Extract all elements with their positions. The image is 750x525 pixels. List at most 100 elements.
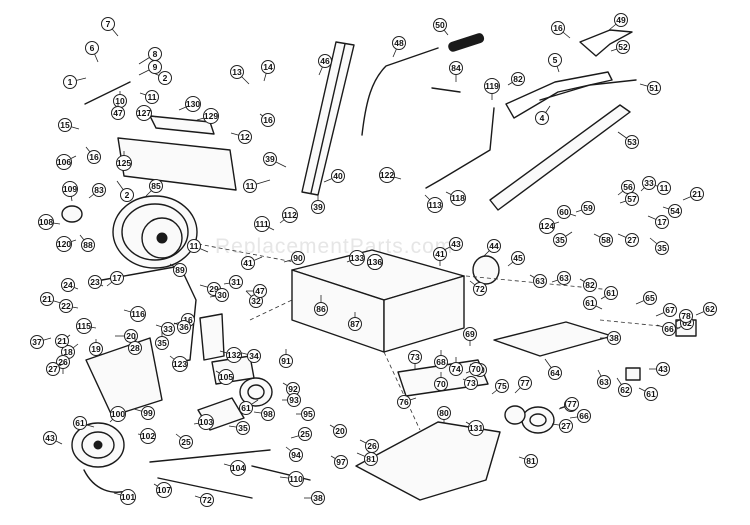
callout-number: 43 <box>451 239 461 249</box>
callout-circle <box>301 407 315 421</box>
callout-circle <box>243 179 257 193</box>
callout-number: 64 <box>550 368 560 378</box>
callout-number: 77 <box>520 378 530 388</box>
callout-circle <box>298 427 312 441</box>
callout-number: 23 <box>90 277 100 287</box>
callout-number: 53 <box>627 137 637 147</box>
callout-91: 91 <box>279 349 293 368</box>
callout-number: 11 <box>148 92 157 102</box>
callout-number: 12 <box>240 132 250 142</box>
callout-number: 41 <box>435 249 445 259</box>
callout-26: 26 <box>359 439 379 453</box>
callout-circle <box>279 354 293 368</box>
callout-number: 7 <box>106 19 111 29</box>
callout-circle <box>187 239 201 253</box>
callout-circle <box>495 379 509 393</box>
callout-number: 16 <box>263 115 273 125</box>
callout-84: 84 <box>449 61 463 82</box>
callout-number: 20 <box>335 426 345 436</box>
callout-number: 95 <box>303 409 313 419</box>
callout-67: 67 <box>655 303 677 317</box>
callout-24: 24 <box>61 278 79 292</box>
callout-28: 28 <box>128 334 142 355</box>
callout-86: 86 <box>314 295 328 316</box>
callout-115: 115 <box>76 318 97 334</box>
callout-number: 97 <box>336 457 346 467</box>
callout-circle <box>427 197 443 213</box>
callout-circle <box>141 406 155 420</box>
callout-number: 57 <box>627 194 637 204</box>
callout-number: 130 <box>186 99 200 109</box>
callout-circle <box>463 327 477 341</box>
callout-circle <box>311 200 325 214</box>
callout-circle <box>583 296 597 310</box>
callout-number: 119 <box>485 81 499 91</box>
callout-97: 97 <box>330 455 348 469</box>
callout-132: 132 <box>219 347 242 363</box>
callout-circle <box>559 419 573 433</box>
bottom-pan <box>355 421 501 501</box>
callout-80: 80 <box>437 406 451 423</box>
callout-number: 16 <box>183 315 193 325</box>
callout-number: 133 <box>350 253 364 263</box>
callout-2: 2 <box>150 71 172 85</box>
callout-circle <box>92 183 106 197</box>
drive-wheel <box>112 195 198 269</box>
callout-81: 81 <box>518 454 538 468</box>
callout-93: 93 <box>282 393 301 407</box>
callout-101: 101 <box>113 489 136 505</box>
callout-36: 36 <box>173 320 191 334</box>
callout-circle <box>314 302 328 316</box>
callout-circle <box>110 271 124 285</box>
callout-circle <box>539 218 555 234</box>
callout-35: 35 <box>553 231 573 247</box>
callout-circle <box>148 60 162 74</box>
callout-17: 17 <box>106 271 124 287</box>
callout-61: 61 <box>583 296 603 310</box>
callout-49: 49 <box>608 13 628 31</box>
callout-circle <box>203 108 219 124</box>
callout-33: 33 <box>640 176 656 192</box>
callout-circle <box>450 190 466 206</box>
callout-circle <box>177 320 191 334</box>
callout-number: 17 <box>112 273 122 283</box>
pulley <box>71 422 125 468</box>
callout-111: 111 <box>254 216 275 232</box>
callout-circle <box>111 106 125 120</box>
callout-circle <box>625 192 639 206</box>
callout-number: 38 <box>609 333 619 343</box>
callout-number: 13 <box>232 67 242 77</box>
callout-103: 103 <box>193 414 214 430</box>
callout-23: 23 <box>88 275 104 289</box>
callout-number: 61 <box>75 418 85 428</box>
callout-number: 14 <box>263 62 273 72</box>
callout-circle <box>247 349 261 363</box>
callout-65: 65 <box>635 291 657 305</box>
callout-125: 125 <box>116 151 132 171</box>
callout-number: 26 <box>58 357 68 367</box>
callout-circle <box>655 215 669 229</box>
callout-number: 63 <box>599 377 609 387</box>
right-handle <box>505 71 613 119</box>
callout-number: 112 <box>283 210 297 220</box>
callout-circle <box>43 431 57 445</box>
callout-20: 20 <box>115 329 138 343</box>
callout-number: 38 <box>313 493 323 503</box>
callout-circle <box>484 78 500 94</box>
callout-circle <box>61 278 75 292</box>
callout-number: 77 <box>567 399 577 409</box>
callout-13: 13 <box>230 65 250 85</box>
callout-number: 111 <box>255 219 269 229</box>
callout-77: 77 <box>559 397 579 411</box>
callout-133: 133 <box>346 250 365 266</box>
callout-circle <box>597 375 611 389</box>
callout-30: 30 <box>209 288 229 302</box>
callout-46: 46 <box>318 54 332 76</box>
callout-48: 48 <box>392 36 406 58</box>
callout-circle <box>254 216 270 232</box>
callout-98: 98 <box>253 407 275 421</box>
callout-16: 16 <box>551 21 571 39</box>
callout-number: 48 <box>394 38 404 48</box>
callout-number: 40 <box>333 171 343 181</box>
callout-38: 38 <box>304 491 325 505</box>
